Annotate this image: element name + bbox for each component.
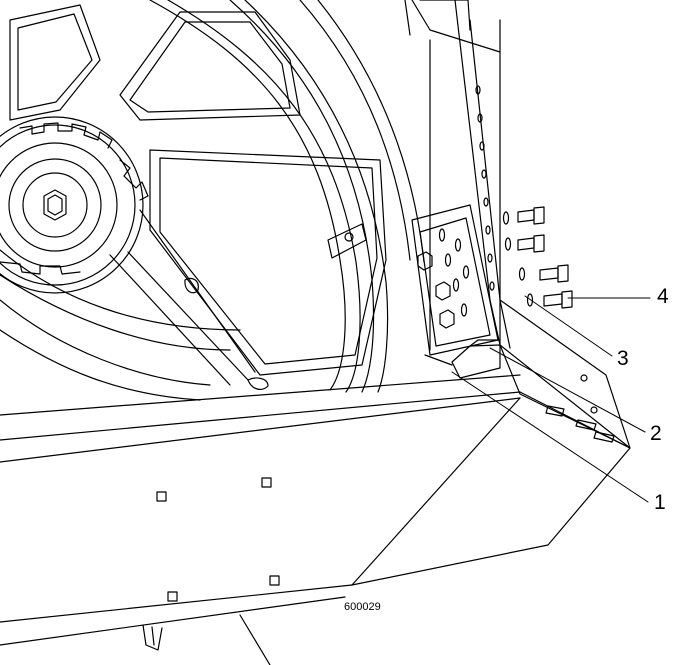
nuts — [417, 251, 455, 329]
leader-line-3 — [524, 295, 613, 357]
leader-lines — [451, 295, 651, 503]
wheel — [0, 0, 425, 401]
bolts — [517, 206, 573, 309]
callout-3: 3 — [617, 347, 629, 370]
callout-4: 4 — [657, 285, 669, 308]
leader-line-2 — [489, 347, 646, 433]
hub — [0, 116, 149, 294]
figure-id: 600029 — [344, 601, 381, 613]
callout-1: 1 — [654, 491, 666, 514]
corner-bracket — [451, 299, 631, 449]
side-plate — [404, 0, 511, 356]
leader-line-1 — [451, 371, 649, 503]
front-panel — [0, 354, 631, 665]
callout-2: 2 — [650, 422, 662, 445]
washers — [502, 211, 534, 307]
